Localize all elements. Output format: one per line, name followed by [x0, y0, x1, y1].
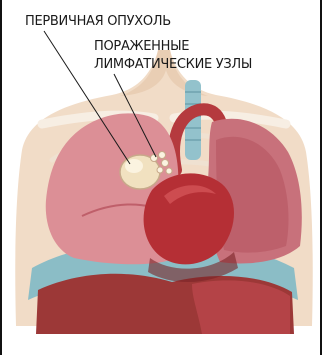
label-primary-tumor: ПЕРВИЧНАЯ ОПУХОЛЬ — [25, 13, 171, 30]
lymph-node — [157, 167, 163, 173]
lymph-node — [151, 155, 158, 162]
lymph-node — [159, 152, 166, 159]
stomach — [192, 280, 290, 334]
label-affected-nodes-line1: ПОРАЖЕННЫЕ — [94, 38, 189, 55]
label-affected-nodes-line2: ЛИМФАТИЧЕСКИЕ УЗЛЫ — [94, 56, 252, 73]
lymph-node — [162, 160, 169, 167]
lymph-node — [166, 168, 172, 174]
